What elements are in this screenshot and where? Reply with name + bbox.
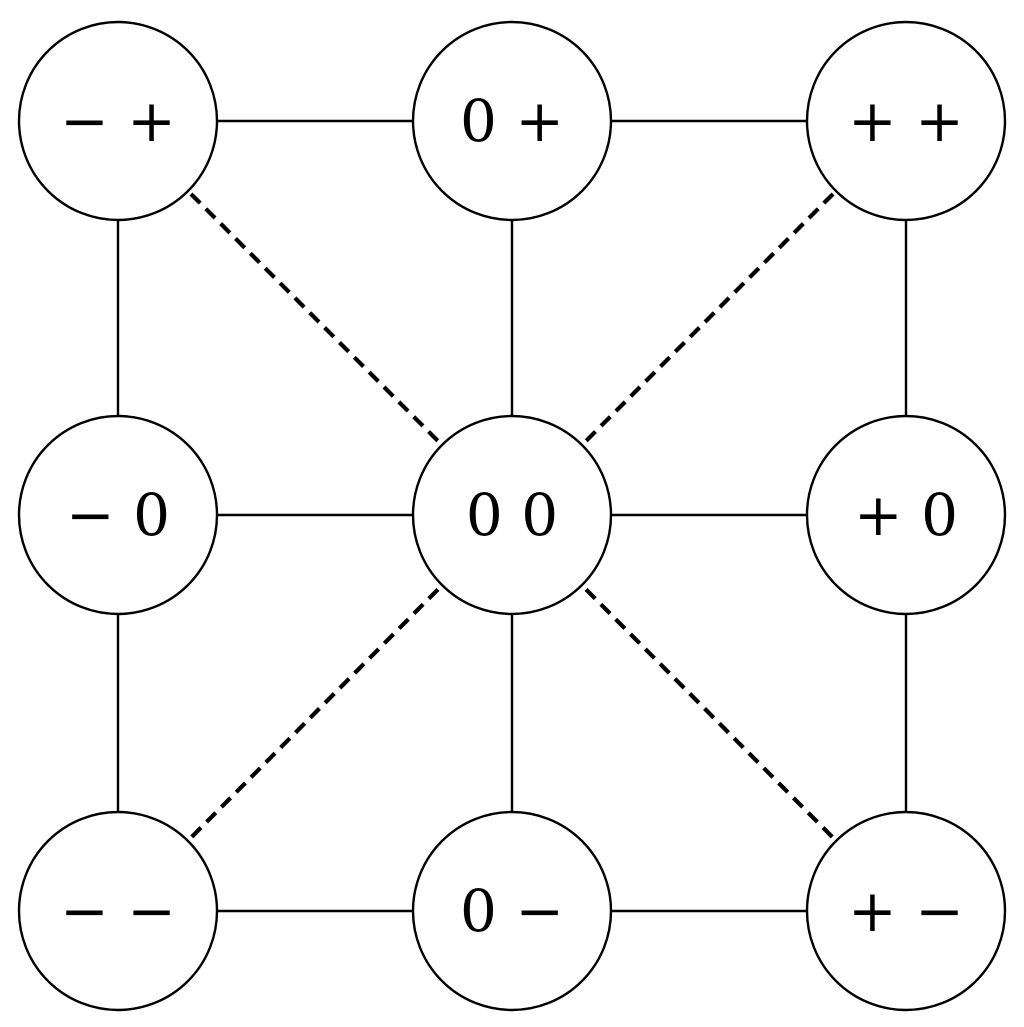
node-bottom-right-circle	[805, 810, 1007, 1012]
nodes: − + 0 + + + − 0 0 0 + 0	[17, 20, 1007, 1012]
node-bottom-center-label: 0 −	[460, 877, 564, 945]
node-top-center-circle	[411, 20, 613, 222]
node-top-center-label: 0 +	[460, 87, 564, 155]
node-top-left-label: − +	[60, 87, 176, 155]
node-top-left: − +	[17, 20, 219, 222]
node-top-left-circle	[17, 20, 219, 222]
node-bottom-center: 0 −	[411, 810, 613, 1012]
node-center-label: 0 0	[466, 481, 558, 549]
node-mid-right-circle	[805, 414, 1007, 616]
node-top-right: + +	[805, 20, 1007, 222]
node-bottom-center-circle	[411, 810, 613, 1012]
node-bottom-left-circle	[17, 810, 219, 1012]
node-mid-left: − 0	[17, 414, 219, 616]
node-center-circle	[411, 414, 613, 616]
node-mid-left-label: − 0	[66, 481, 170, 549]
node-mid-left-circle	[17, 414, 219, 616]
node-top-center: 0 +	[411, 20, 613, 222]
node-bottom-right: + −	[805, 810, 1007, 1012]
node-mid-right-label: + 0	[854, 481, 958, 549]
node-mid-right: + 0	[805, 414, 1007, 616]
node-bottom-left: − −	[17, 810, 219, 1012]
node-bottom-left-label: − −	[60, 877, 176, 945]
node-top-right-label: + +	[848, 87, 964, 155]
node-bottom-right-label: + −	[848, 877, 964, 945]
node-top-right-circle	[805, 20, 1007, 222]
node-center: 0 0	[411, 414, 613, 616]
